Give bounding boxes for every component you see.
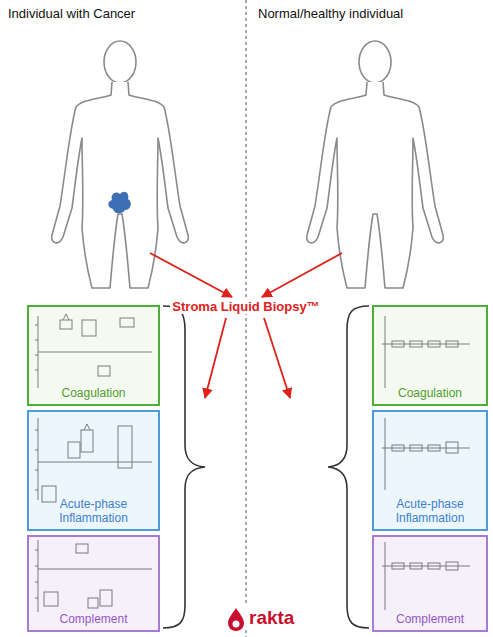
brace	[163, 306, 205, 628]
panel-label: Acute-phase Inflammation	[33, 498, 154, 526]
tumor-blob	[108, 192, 130, 214]
panel-label: Coagulation	[61, 387, 125, 401]
panel-label: Coagulation	[398, 387, 462, 401]
panel-label: Complement	[59, 613, 127, 627]
sample-arrow	[150, 253, 232, 297]
side-heading: Normal/healthy individual	[258, 6, 403, 21]
brace	[328, 306, 369, 628]
method-label: Stroma Liquid Biopsy™	[170, 299, 321, 314]
divider-line	[246, 0, 247, 637]
panel-label: Complement	[396, 613, 464, 627]
panel-box: Acute-phase Inflammation	[372, 410, 488, 531]
side-heading: Individual with Cancer	[8, 6, 135, 21]
panel-box: Complement	[27, 535, 160, 632]
panel-box: Coagulation	[27, 305, 160, 406]
panel-box: Complement	[372, 535, 488, 632]
healthy-figure	[307, 41, 444, 288]
sample-arrow	[262, 253, 342, 297]
panel-box: Coagulation	[372, 305, 488, 406]
result-arrow	[264, 318, 290, 398]
panel-label: Acute-phase Inflammation	[378, 498, 482, 526]
cancer-figure	[52, 41, 189, 288]
result-arrow	[205, 318, 226, 398]
logo-text: rakta	[247, 607, 296, 629]
panel-box: Acute-phase Inflammation	[27, 410, 160, 531]
logo-drop	[226, 606, 310, 631]
